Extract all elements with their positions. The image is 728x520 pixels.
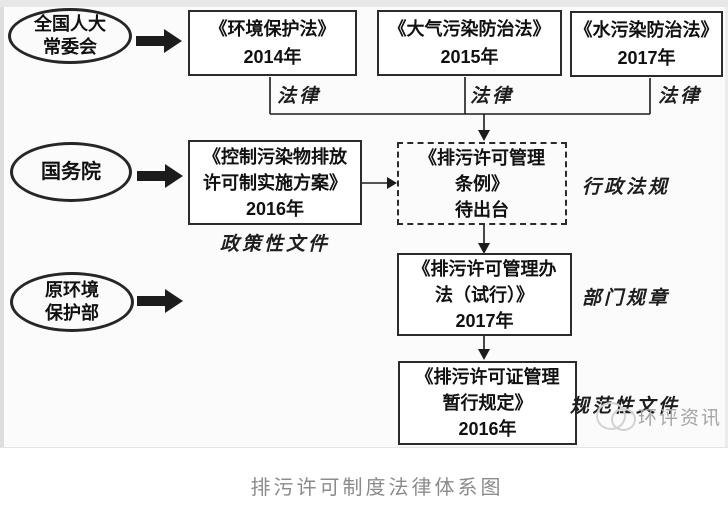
node-line: 许可制实施方案》 [203, 172, 347, 193]
actor-label: 国务院 [41, 160, 101, 183]
node-line: 2016年 [458, 419, 517, 439]
law-title: 《环境保护法》 [209, 19, 336, 39]
actor-state-council: 国务院 [10, 142, 132, 202]
watermark-logo-icon [611, 408, 636, 431]
node-line: 条例》 [455, 173, 509, 194]
actor-label: 全国人大 [34, 14, 106, 34]
arrow-measures-to-provisions [478, 336, 490, 360]
node-line: 暂行规定》 [442, 393, 533, 413]
block-arrow-state-council-icon [137, 164, 183, 188]
actor-label: 常委会 [43, 37, 97, 57]
block-arrow-npc-icon [136, 29, 182, 53]
node-line: 《控制污染物排放 [203, 146, 347, 167]
arrowhead-right-icon [387, 177, 397, 189]
node-environmental-protection-law: 《环境保护法》 2014年 [188, 10, 357, 76]
arrow-policy-to-regulation [362, 177, 397, 189]
law-title: 《水污染防治法》 [574, 20, 719, 40]
actor-former-mep: 原环境 保护部 [10, 272, 134, 332]
category-label-administrative-regulation: 行政法规 [582, 177, 671, 198]
node-air-pollution-law: 《大气污染防治法》 2015年 [377, 10, 562, 76]
category-label-department-rule: 部门规章 [582, 288, 671, 309]
node-permit-management-measures: 《排污许可管理办 法（试行）》 2017年 [397, 253, 572, 336]
node-line: 《排污许可证管理 [415, 367, 560, 387]
category-label-law: 法律 [470, 86, 515, 107]
top-edge-strip [0, 0, 728, 7]
arrowhead-down-icon [478, 349, 490, 360]
actor-npc-standing-committee: 全国人大 常委会 [8, 8, 132, 64]
node-line: 2016年 [245, 198, 305, 219]
arrowhead-down-icon [478, 130, 490, 141]
diagram-caption: 排污许可制度法律体系图 [250, 477, 504, 499]
node-permit-interim-provisions: 《排污许可证管理 暂行规定》 2016年 [398, 361, 577, 445]
node-line: 待出台 [455, 199, 509, 220]
law-year: 2014年 [243, 47, 302, 67]
law-year: 2015年 [440, 47, 499, 67]
node-line: 《排污许可管理 [419, 147, 545, 168]
category-label-law: 法律 [277, 86, 322, 107]
diagram-background [0, 7, 728, 447]
arrow-laws-to-regulation [478, 114, 490, 141]
left-edge-strip [0, 7, 4, 447]
block-arrows [136, 29, 183, 313]
node-policy-implementation-plan: 《控制污染物排放 许可制实施方案》 2016年 [188, 140, 362, 225]
law-title: 《大气污染防治法》 [388, 19, 551, 39]
law-year: 2017年 [617, 48, 676, 68]
node-water-pollution-law: 《水污染防治法》 2017年 [570, 11, 723, 77]
node-line: 2017年 [455, 310, 514, 331]
watermark-text: 环评资讯 [638, 408, 723, 429]
law-merge-connectors [269, 77, 651, 115]
actor-label: 原环境 [45, 280, 99, 300]
actor-label: 保护部 [45, 303, 99, 323]
block-arrow-mep-icon [137, 289, 183, 313]
arrow-regulation-to-measures [478, 225, 490, 254]
category-label-law: 法律 [658, 86, 703, 107]
node-line: 《排污许可管理办 [412, 258, 557, 279]
diagram-bottom-divider [0, 447, 728, 448]
node-permit-regulation-pending: 《排污许可管理 条例》 待出台 [397, 142, 567, 225]
arrowhead-down-icon [478, 243, 490, 254]
node-line: 法（试行）》 [435, 284, 534, 305]
right-edge-strip [725, 7, 728, 447]
connector-overlay [136, 29, 651, 360]
category-label-policy-document: 政策性文件 [219, 234, 330, 255]
